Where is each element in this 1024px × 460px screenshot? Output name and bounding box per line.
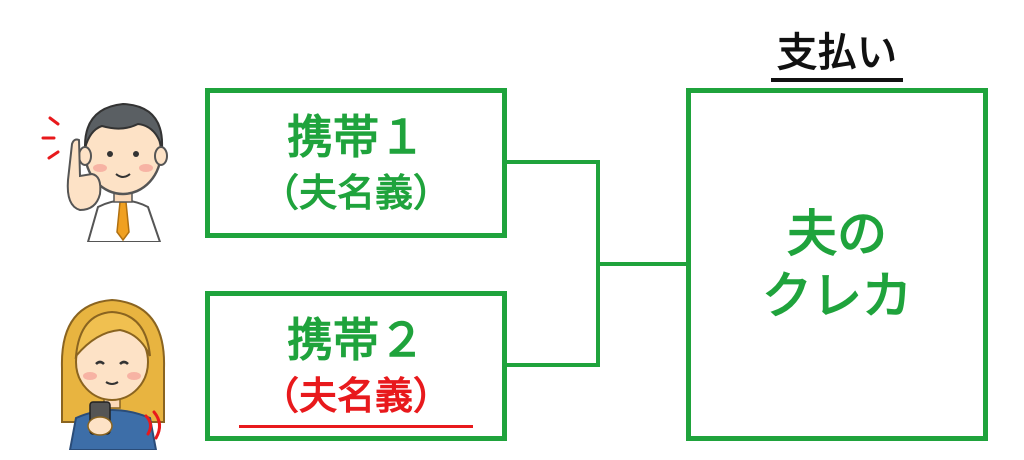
phone-2-box: 携帯２ （夫名義） (205, 291, 507, 441)
man-pointing-icon (41, 102, 168, 242)
bracket-connector (507, 160, 600, 367)
payer-line-2: クレカ (762, 266, 912, 325)
phone-2-title: 携帯２ (287, 313, 425, 367)
phone-1-box: 携帯１ （夫名義） (205, 88, 507, 238)
payment-heading: 支払い (686, 20, 988, 82)
woman-smartphone-icon (60, 298, 166, 450)
phone-1-owner: （夫名義） (260, 171, 451, 215)
payer-line-1: 夫の (787, 204, 887, 263)
phone-2-owner: （夫名義） (238, 370, 474, 428)
payer-box: 夫の クレカ (686, 88, 988, 441)
phone-1-title: 携帯１ (287, 110, 425, 164)
